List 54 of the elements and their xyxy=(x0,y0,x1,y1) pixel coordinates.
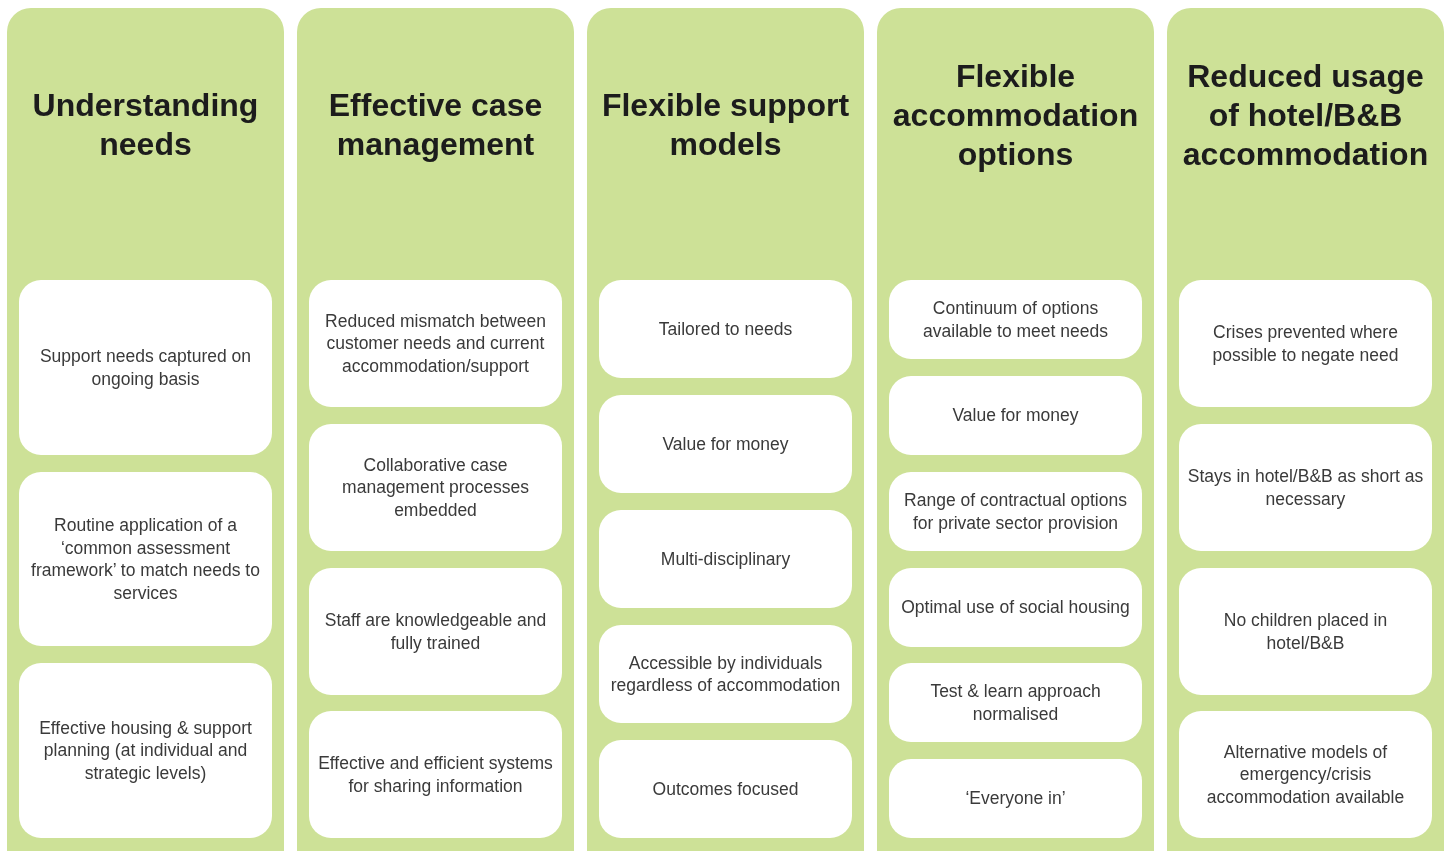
outcome-card xyxy=(889,568,1142,647)
card-text: Value for money xyxy=(662,432,789,456)
card-text: Tailored to needs xyxy=(658,317,793,341)
outcome-card xyxy=(889,472,1142,551)
card-text: Support needs captured on ongoing basis xyxy=(38,345,253,390)
outcome-card xyxy=(19,472,272,646)
column-heading: Flexible support models xyxy=(600,86,851,164)
outcome-card xyxy=(599,740,852,838)
card-text: Continuum of options available to meet needs xyxy=(922,297,1109,342)
outcome-card xyxy=(599,625,852,723)
card-text: ‘Everyone in’ xyxy=(965,787,1066,810)
outcome-card xyxy=(889,759,1142,838)
column-panel xyxy=(877,8,1154,851)
column-panel xyxy=(587,8,864,851)
card-text: Accessible by individuals regardless of accommodation xyxy=(609,651,842,697)
card-text: Staff are knowledgeable and fully trained xyxy=(323,609,548,654)
column-heading: Flexible accommodation options xyxy=(891,56,1140,174)
card-text: Effective and efficient systems for sharing information xyxy=(317,752,554,797)
outcome-card xyxy=(309,280,562,407)
outcome-card xyxy=(1179,424,1432,551)
card-text: Stays in hotel/B&B as short as necessary xyxy=(1187,465,1424,510)
card-text: Routine application of a ‘common assessment framework’ to match needs to services xyxy=(30,514,261,604)
outcome-card xyxy=(889,376,1142,455)
outcome-card xyxy=(599,280,852,378)
column-panel xyxy=(1167,8,1444,851)
outcome-card xyxy=(1179,280,1432,407)
outcome-card xyxy=(1179,711,1432,838)
card-text: Collaborative case management processes embedded xyxy=(341,453,530,522)
outcome-card xyxy=(19,280,272,455)
outcome-card xyxy=(1179,568,1432,695)
outcome-card xyxy=(309,711,562,838)
card-text: Optimal use of social housing xyxy=(901,596,1130,619)
card-text: Value for money xyxy=(952,404,1079,427)
card-text: Test & learn approach normalised xyxy=(929,680,1102,725)
card-text: Crises prevented where possible to negate need xyxy=(1211,321,1400,366)
card-text: Range of contractual options for private sector provision xyxy=(903,489,1128,534)
outcome-card xyxy=(889,280,1142,359)
column-heading: Effective case management xyxy=(327,86,544,164)
column-panel xyxy=(7,8,284,851)
card-text: Multi-disciplinary xyxy=(660,547,791,571)
outcome-card xyxy=(309,424,562,551)
card-text: Reduced mismatch between customer needs and current accommodation/support xyxy=(324,309,547,378)
card-text: Outcomes focused xyxy=(652,777,799,801)
card-text: No children placed in hotel/B&B xyxy=(1222,609,1389,654)
outcome-card xyxy=(889,663,1142,742)
column-heading: Reduced usage of hotel/B&B accommodation xyxy=(1181,56,1430,174)
outcome-card xyxy=(599,395,852,493)
outcome-card xyxy=(599,510,852,608)
card-text: Effective housing & support planning (at individual and strategic levels) xyxy=(38,716,253,785)
column-panel xyxy=(297,8,574,851)
outcome-card xyxy=(19,663,272,838)
outcome-card xyxy=(309,568,562,695)
card-text: Alternative models of emergency/crisis accommodation available xyxy=(1205,740,1406,809)
column-heading: Understanding needs xyxy=(31,86,260,164)
